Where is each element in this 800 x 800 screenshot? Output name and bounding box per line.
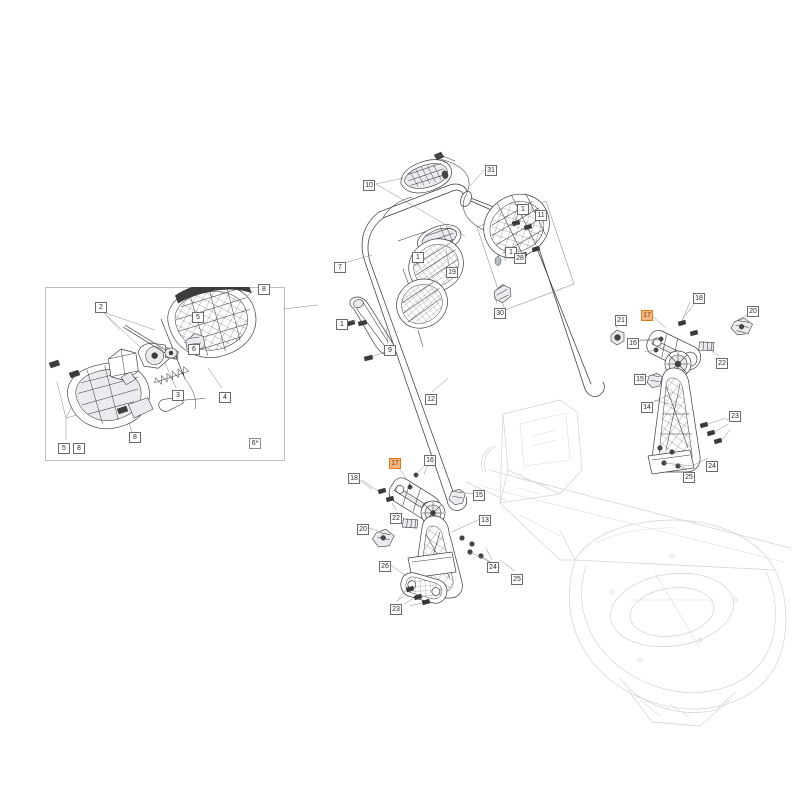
bracket-26 [400,572,448,604]
spacer-22-right [698,341,715,352]
callout-11[interactable]: 11 [535,210,547,221]
callout-24[interactable]: 24 [706,461,718,472]
callout-20[interactable]: 20 [747,306,759,317]
callout-31[interactable]: 31 [485,165,497,176]
callout-5[interactable]: 5 [192,312,204,323]
spacer-22-left [402,518,419,529]
right-drive-arm-assembly [610,301,753,475]
callout-17-highlighted[interactable]: 17 [641,310,653,321]
callout-15[interactable]: 15 [634,374,646,385]
screws-left-upper [361,462,428,511]
bolts-right-lower [657,445,693,471]
callout-3[interactable]: 3 [172,390,184,401]
bracket-20-right [730,317,753,336]
callout-8[interactable]: 8 [258,284,270,295]
callout-12[interactable]: 12 [425,394,437,405]
bracket-15-right [646,372,663,388]
callout-2[interactable]: 2 [95,302,107,313]
callout-8[interactable]: 8 [73,443,85,454]
nut-21 [610,329,625,346]
callout-4[interactable]: 4 [219,392,231,403]
callout-23[interactable]: 23 [729,411,741,422]
detail-inset-panel [45,287,285,461]
inset-screws [48,359,129,415]
control-pod-10 [400,159,452,194]
callout-18[interactable]: 18 [693,293,705,304]
callout-18[interactable]: 18 [348,473,360,484]
callout-24[interactable]: 24 [487,562,499,573]
callout-15[interactable]: 15 [473,490,485,501]
callout-25[interactable]: 25 [683,472,695,483]
callout-9[interactable]: 9 [384,345,396,356]
bracket-20-left [372,528,395,548]
handle-bracket-9 [349,296,395,355]
callout-16[interactable]: 16 [424,455,436,466]
callout-1[interactable]: 1 [336,319,348,330]
grille-lower-left [396,278,448,329]
handlebar-frame [361,183,605,511]
callout-19[interactable]: 19 [446,267,458,278]
callout-1[interactable]: 1 [412,252,424,263]
left-drive-arm-assembly [361,462,501,607]
callout-1[interactable]: 1 [517,204,529,215]
callout-17-highlighted[interactable]: 17 [389,458,401,469]
callout-23[interactable]: 23 [390,604,402,615]
mower-deck-ghost-outline [465,399,791,727]
callout-22[interactable]: 22 [716,358,728,369]
callout-26[interactable]: 26 [379,561,391,572]
callout-16[interactable]: 16 [627,338,639,349]
callout-25[interactable]: 25 [511,574,523,585]
callout-14[interactable]: 14 [641,402,653,413]
callout-21[interactable]: 21 [615,315,627,326]
bracket-15-left [448,488,466,506]
bolts-group-23-left [397,585,431,607]
screw-1d [346,319,356,327]
bolts-group-23-right [699,417,731,445]
callout-1[interactable]: 1 [505,247,517,258]
screws-right-upper [639,301,699,353]
callout-13[interactable]: 13 [479,515,491,526]
callout-5[interactable]: 5 [58,443,70,454]
callout-10[interactable]: 10 [363,180,375,191]
bolts-left-lower [459,535,501,569]
callout-7[interactable]: 7 [334,262,346,273]
callout-28[interactable]: 28 [514,253,526,264]
knob-30 [494,284,512,303]
grille-28 [483,193,550,259]
inset-footnote-marker: 6* [249,438,261,449]
detail-inset-artwork: .i { fill:none; stroke:#3c3c3c; stroke-w… [48,287,257,430]
callout-8[interactable]: 8 [129,432,141,443]
callout-20[interactable]: 20 [357,524,369,535]
callout-30[interactable]: 30 [494,308,506,319]
callout-6[interactable]: 6 [188,344,200,355]
callout-22[interactable]: 22 [390,513,402,524]
